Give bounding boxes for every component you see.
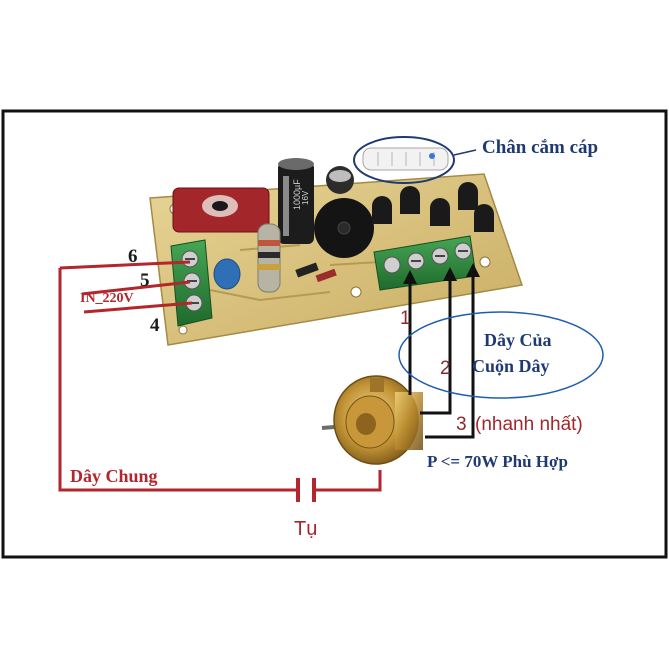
capacitor-label: Tụ: [294, 518, 318, 540]
transistors: [372, 182, 494, 232]
cable-connector: [362, 147, 449, 171]
pin-6-label: 6: [128, 246, 138, 267]
diodes: [295, 262, 337, 283]
wire-2-label: 2: [440, 358, 451, 379]
coil-wires: [408, 274, 475, 439]
coil-wire-arrowheads: [403, 263, 480, 284]
electrolytic-capacitor: 1000µF 16V: [278, 158, 314, 244]
wire-1-label: 1: [400, 308, 411, 329]
common-wire-label: Dây Chung: [70, 466, 158, 486]
pin-5-label: 5: [140, 270, 150, 291]
capacitor-symbol: [296, 478, 316, 502]
connector-highlight-ellipse: [353, 136, 455, 184]
connector-label: Chân cắm cáp: [482, 137, 599, 158]
fastest-label: (nhanh nhất): [475, 414, 583, 435]
connector-pointer-line: [453, 149, 477, 156]
power-resistor: [257, 223, 281, 293]
fan-motor: [321, 375, 423, 465]
film-capacitor: [172, 187, 270, 233]
coil-callout-ellipse: [398, 311, 604, 399]
buzzer: [314, 198, 374, 258]
power-label: P <= 70W Phù Hợp: [427, 452, 568, 471]
pin-4-label: 4: [150, 315, 160, 336]
input-voltage-label: IN_220V: [80, 291, 134, 306]
coil-label-line2: Cuộn Dây: [472, 356, 550, 376]
varistor: [213, 258, 241, 290]
input-wires: [59, 260, 193, 314]
small-capacitor: [326, 166, 354, 194]
wire-3-label: 3: [456, 414, 467, 435]
common-wire: [58, 268, 382, 492]
capacitor-rating-label: 1000µF: [292, 179, 302, 210]
capacitor-voltage-label: 16V: [301, 190, 310, 205]
coil-label-line1: Dây Của: [484, 330, 552, 350]
